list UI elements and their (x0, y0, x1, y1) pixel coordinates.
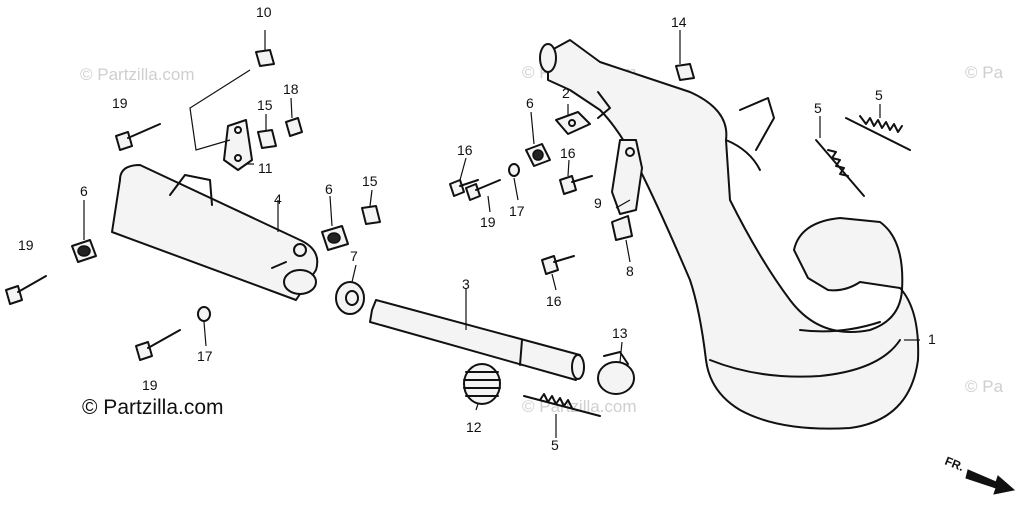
part-9-stay[interactable] (611, 139, 643, 215)
part-17-washer[interactable] (197, 306, 211, 322)
part-19-bolt[interactable] (115, 123, 161, 151)
part-4-silencer[interactable] (111, 164, 319, 301)
assembly-line (189, 69, 251, 151)
partzilla-watermark: © Partzilla.com (82, 396, 224, 419)
part-7-collar[interactable] (335, 281, 365, 315)
front-direction-label: FR. (943, 454, 966, 474)
part-14-nut[interactable] (675, 63, 695, 81)
part-6-rubber-mount[interactable] (71, 239, 97, 263)
part-5-spring[interactable] (845, 115, 911, 151)
part-15-collar[interactable] (257, 129, 277, 149)
callout-9: 9 (594, 195, 602, 211)
part-16-bolt[interactable] (559, 175, 593, 195)
part-16-bolt[interactable] (541, 255, 575, 275)
callout-15: 15 (257, 97, 273, 113)
callout-15: 15 (362, 173, 378, 189)
callout-19: 19 (112, 95, 128, 111)
callout-16: 16 (560, 145, 576, 161)
callout-7: 7 (350, 248, 358, 264)
part-5-spring[interactable] (523, 393, 601, 417)
front-direction-arrow: FR. (943, 454, 1016, 495)
callout-5: 5 (551, 437, 559, 453)
part-12-spring-coil[interactable] (463, 363, 501, 405)
part-16-bolt[interactable] (449, 179, 479, 197)
watermark-faint: © Pa (965, 377, 1004, 396)
part-18-nut[interactable] (285, 117, 303, 137)
watermark-faint: © Partzilla.com (522, 397, 637, 416)
callout-5: 5 (875, 87, 883, 103)
callout-16: 16 (457, 142, 473, 158)
part-8-grommet[interactable] (611, 215, 633, 241)
part-1-exhaust-chamber[interactable] (539, 39, 920, 430)
callout-13: 13 (612, 325, 628, 341)
callout-1: 1 (928, 331, 936, 347)
callout-3: 3 (462, 276, 470, 292)
callout-6: 6 (526, 95, 534, 111)
callout-11: 11 (258, 160, 273, 176)
part-3-tail-pipe[interactable] (369, 299, 585, 381)
callout-18: 18 (283, 81, 299, 97)
callout-6: 6 (325, 181, 333, 197)
callout-16: 16 (546, 293, 562, 309)
callout-6: 6 (80, 183, 88, 199)
callout-12: 12 (466, 419, 482, 435)
watermark-faint: © Partzilla.com (80, 65, 195, 84)
callout-2: 2 (562, 85, 570, 101)
callout-17: 17 (509, 203, 525, 219)
callout-4: 4 (274, 191, 282, 207)
watermark-faint: © Pa (965, 63, 1004, 82)
part-6-rubber-mount[interactable] (525, 143, 551, 167)
arrow-icon (965, 469, 1016, 495)
part-10-nut[interactable] (255, 49, 275, 67)
part-19-bolt[interactable] (465, 179, 501, 201)
part-6-rubber-mount[interactable] (321, 225, 349, 251)
callout-14: 14 (671, 14, 687, 30)
part-5-spring[interactable] (815, 139, 865, 197)
callout-10: 10 (256, 4, 272, 20)
callout-17: 17 (197, 348, 213, 364)
part-2-bracket[interactable] (555, 111, 591, 135)
part-15-collar[interactable] (361, 205, 381, 225)
part-19-bolt[interactable] (5, 275, 47, 305)
part-19-bolt[interactable] (135, 329, 181, 361)
leader-lines (83, 30, 920, 438)
part-11-bracket-plate[interactable] (223, 119, 253, 171)
callout-19: 19 (480, 214, 496, 230)
part-17-washer[interactable] (508, 163, 520, 177)
callout-19: 19 (18, 237, 34, 253)
part-13-clamp[interactable] (597, 351, 635, 395)
callout-5: 5 (814, 100, 822, 116)
callout-8: 8 (626, 263, 634, 279)
callout-19: 19 (142, 377, 158, 393)
